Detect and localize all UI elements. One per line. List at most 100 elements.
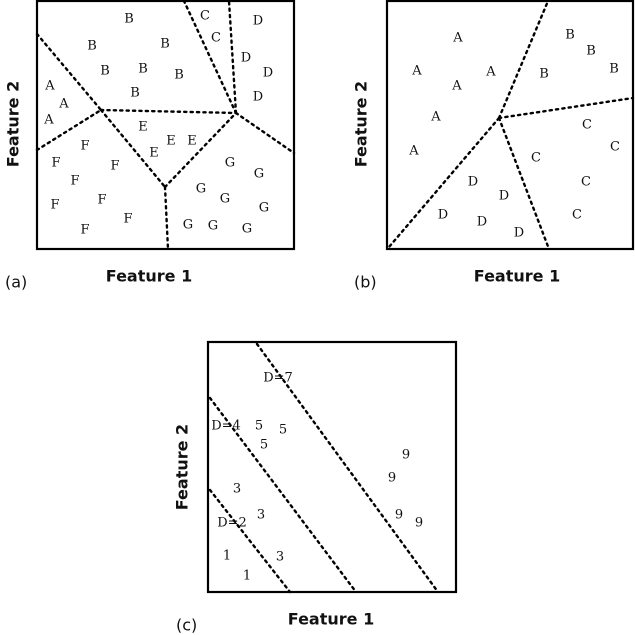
data-point-label: D: [477, 215, 487, 230]
data-point-label: B: [586, 44, 596, 59]
data-point-label: A: [408, 144, 419, 159]
boundary-label: D=7: [263, 371, 293, 386]
divider: [163, 185, 170, 251]
boundary-label: D=2: [217, 516, 247, 531]
panel-c-label: (c): [176, 616, 197, 635]
data-point-label: 9: [415, 516, 423, 531]
data-point-label: 1: [223, 549, 231, 564]
divider: [182, 0, 238, 115]
data-point-label: 9: [395, 508, 403, 523]
data-point-label: 3: [257, 508, 265, 523]
divider: [208, 396, 358, 594]
panel-b-label: (b): [354, 273, 377, 292]
data-point-label: F: [80, 223, 89, 238]
divider: [497, 96, 635, 120]
data-point-label: 9: [402, 448, 410, 463]
data-point-label: D: [438, 208, 448, 223]
data-point-label: D: [514, 226, 524, 241]
data-point-label: D: [468, 175, 478, 190]
data-point-label: F: [70, 174, 79, 189]
data-point-label: B: [565, 28, 575, 43]
data-point-label: B: [100, 64, 110, 79]
panel-b-ylabel: Feature 2: [352, 81, 371, 167]
data-point-label: 1: [243, 569, 251, 584]
divider: [99, 108, 238, 115]
divider: [387, 116, 501, 249]
panel-b-frame: [385, 0, 635, 251]
boundary-label: D=4: [211, 419, 241, 434]
data-point-label: B: [87, 39, 97, 54]
data-point-label: G: [220, 192, 230, 207]
data-point-label: C: [531, 151, 541, 166]
data-point-label: D: [241, 51, 251, 66]
panel-a-xlabel: Feature 1: [106, 267, 192, 286]
divider: [99, 108, 167, 189]
data-point-label: A: [430, 110, 441, 125]
data-point-label: A: [452, 31, 463, 46]
divider: [227, 0, 238, 115]
data-point-label: 9: [388, 471, 396, 486]
data-point-label: C: [211, 31, 221, 46]
panel-c-boundary-labels: D=7D=4D=2: [211, 371, 293, 531]
divider: [255, 342, 440, 594]
divider: [497, 116, 551, 251]
data-point-label: F: [80, 139, 89, 154]
panel-a-dividers: [35, 0, 296, 251]
panel-c-xlabel: Feature 1: [288, 610, 374, 629]
panel-a-frame: [35, 0, 296, 251]
data-point-label: E: [187, 134, 197, 149]
data-point-label: 5: [255, 419, 263, 434]
data-point-label: B: [124, 12, 134, 27]
data-point-label: G: [183, 218, 193, 233]
divider: [163, 111, 238, 189]
data-point-label: G: [259, 201, 269, 216]
data-point-label: A: [43, 113, 54, 128]
data-point-label: C: [610, 140, 620, 155]
data-point-label: G: [242, 222, 252, 237]
data-point-label: D: [253, 90, 263, 105]
data-point-label: F: [123, 212, 132, 227]
divider: [35, 108, 103, 152]
divider: [35, 32, 103, 112]
divider: [208, 488, 292, 594]
data-point-label: 5: [260, 438, 268, 453]
data-point-label: E: [166, 134, 176, 149]
panel-c-ylabel: Feature 2: [173, 424, 192, 510]
data-point-label: B: [130, 86, 140, 101]
data-point-label: 3: [276, 550, 284, 565]
data-point-label: D: [253, 14, 263, 29]
data-point-label: G: [254, 167, 264, 182]
data-point-label: B: [138, 62, 148, 77]
panel-b-xlabel: Feature 1: [474, 267, 560, 286]
data-point-label: 3: [233, 482, 241, 497]
data-point-label: C: [582, 118, 592, 133]
panel-b-dividers: [387, 0, 635, 251]
data-point-label: E: [138, 120, 148, 135]
data-point-label: A: [44, 79, 55, 94]
data-point-label: C: [581, 175, 591, 190]
data-point-label: E: [149, 146, 159, 161]
panel-c-dividers: [208, 342, 440, 594]
data-point-label: A: [485, 65, 496, 80]
panel-a-ylabel: Feature 2: [4, 81, 23, 167]
panel-a-label: (a): [5, 273, 27, 292]
data-point-label: G: [225, 156, 235, 171]
data-point-label: A: [451, 79, 462, 94]
data-point-label: D: [263, 66, 273, 81]
data-point-label: 5: [279, 423, 287, 438]
data-point-label: C: [200, 9, 210, 24]
data-point-label: C: [572, 208, 582, 223]
data-point-label: A: [411, 64, 422, 79]
divider: [234, 111, 296, 155]
data-point-label: F: [97, 193, 106, 208]
panel-c-frame: [206, 340, 458, 594]
divider: [497, 0, 550, 120]
data-point-label: B: [160, 37, 170, 52]
data-point-label: A: [58, 97, 69, 112]
data-point-label: B: [539, 67, 549, 82]
